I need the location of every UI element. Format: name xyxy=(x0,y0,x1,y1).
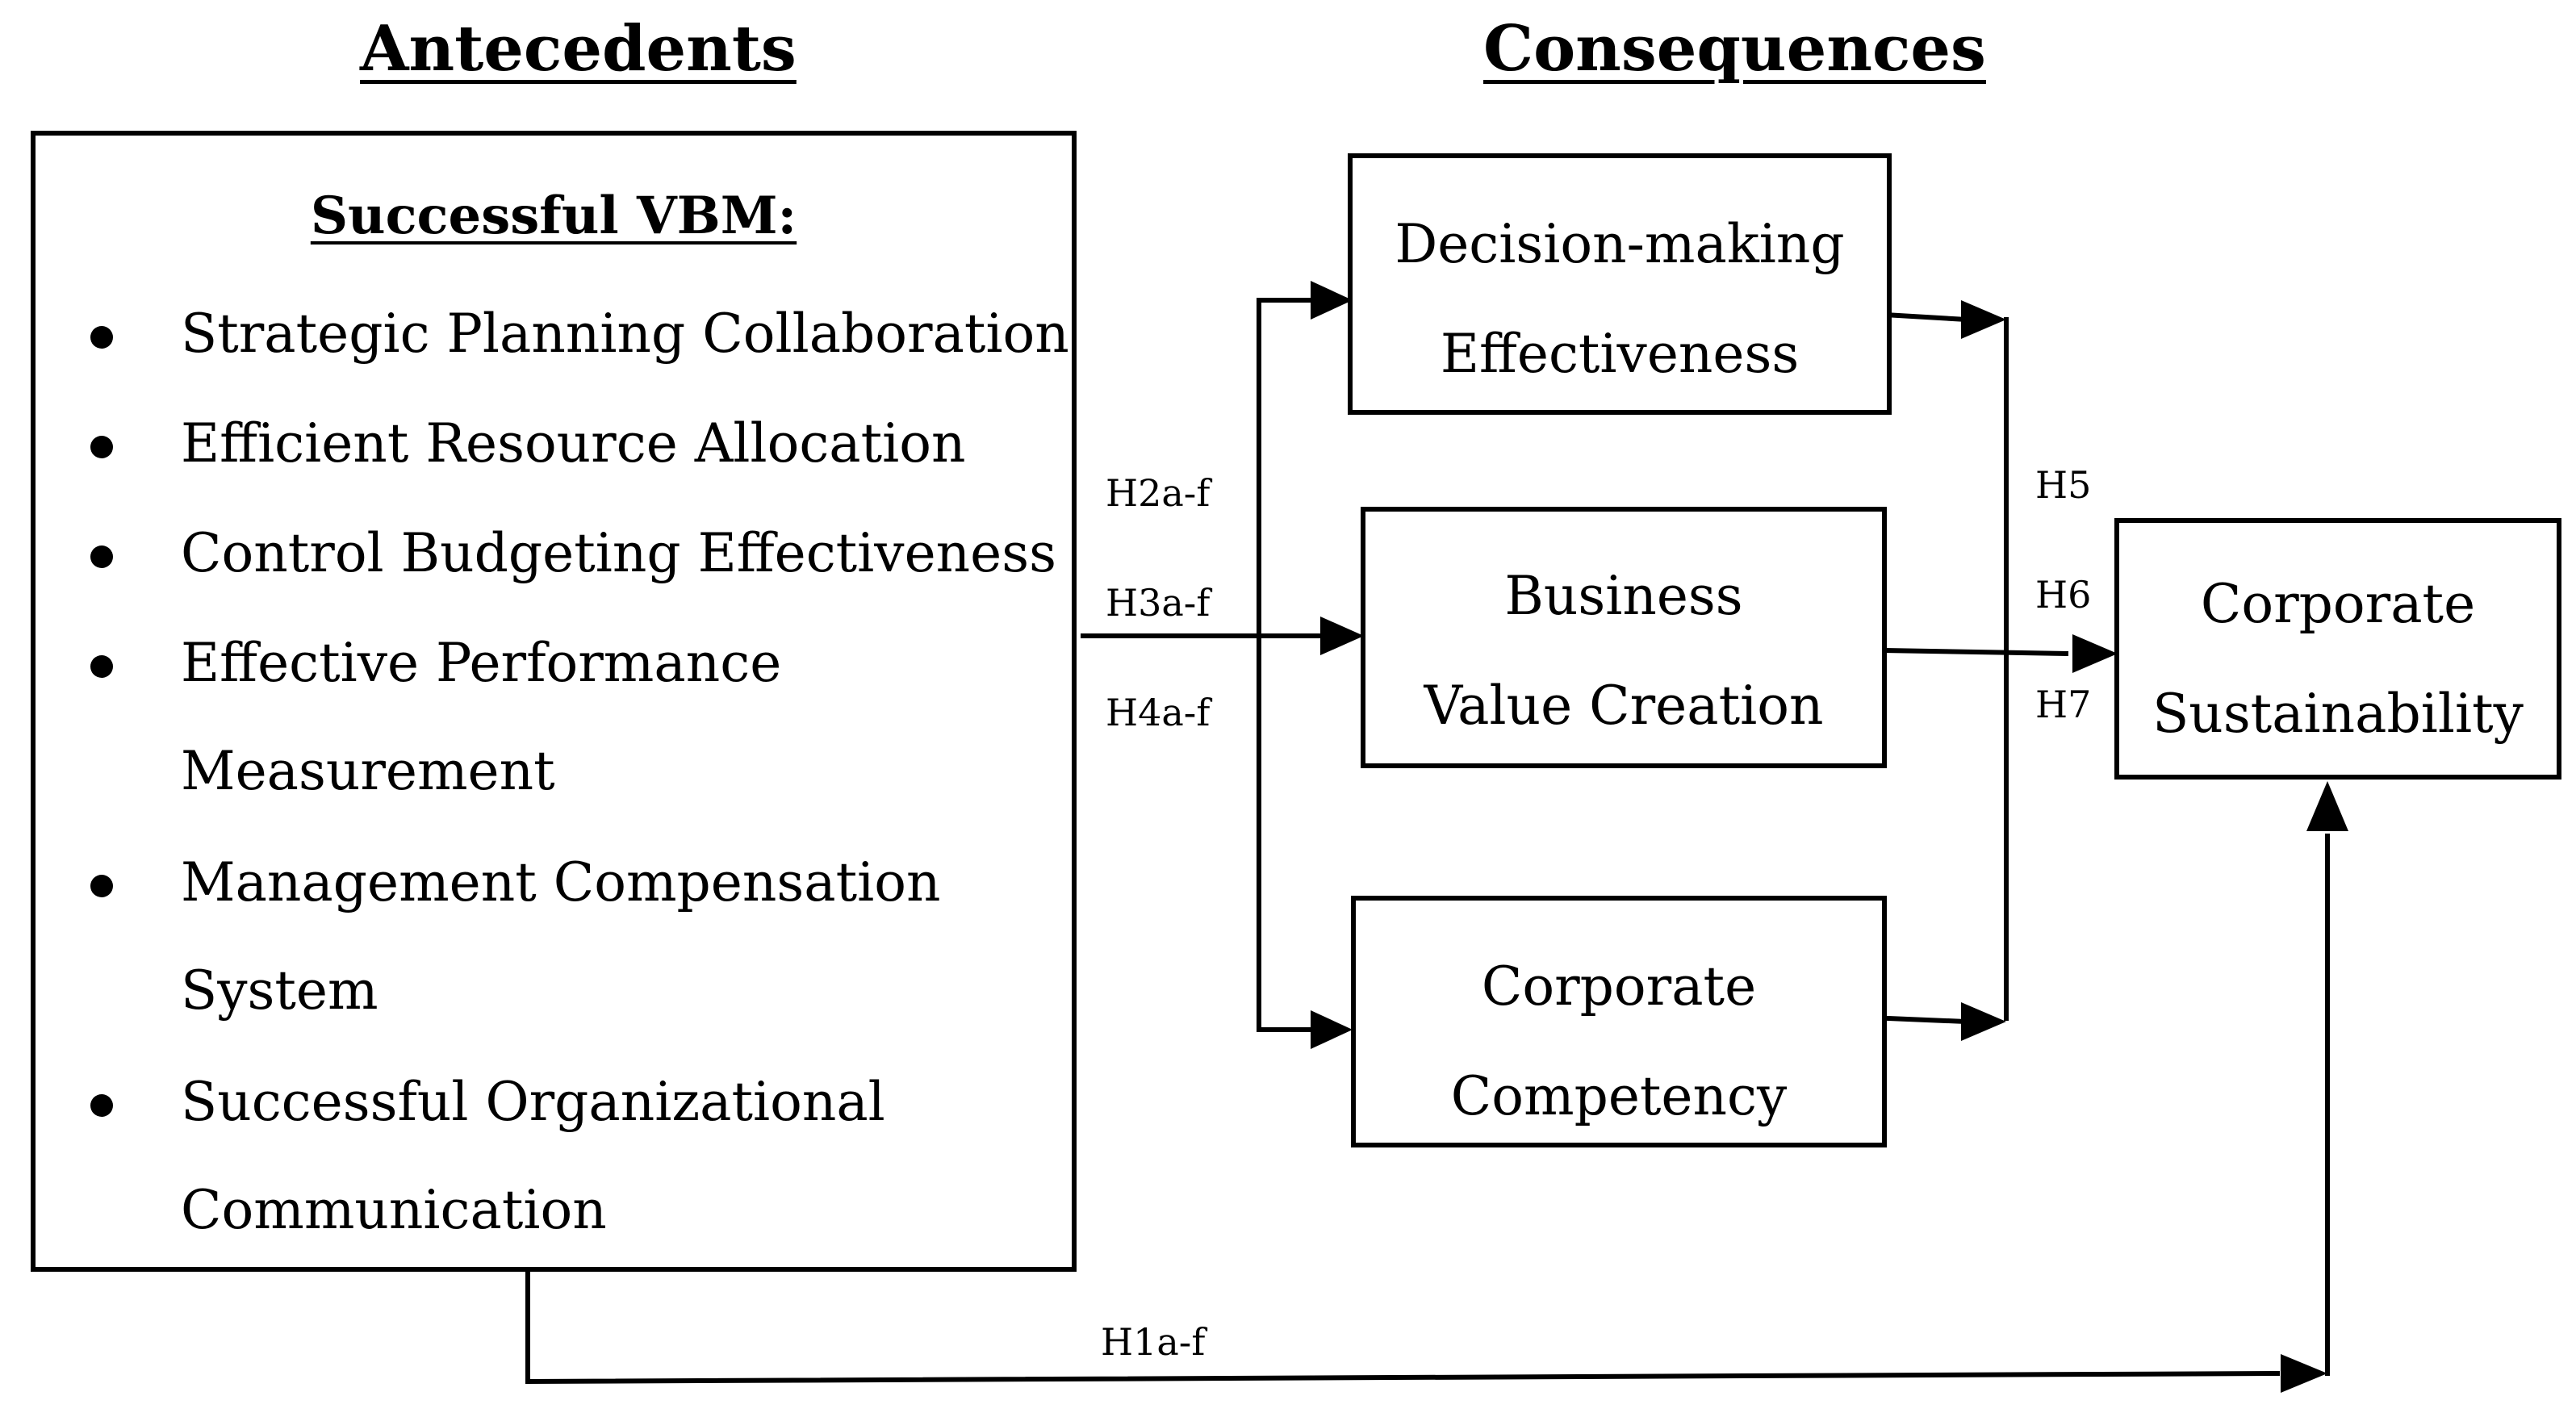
bullet-icon xyxy=(90,326,113,349)
arrowhead-h1-up xyxy=(2306,781,2348,831)
decision-making-line1: Decision-making xyxy=(1395,213,1845,275)
corporate-sustainability-box: Corporate Sustainability xyxy=(2114,518,2561,780)
arrowhead-to-sustainability xyxy=(2072,634,2118,673)
item-management-compensation: Management Compensation xyxy=(181,851,941,913)
bullet-icon xyxy=(90,655,113,678)
h1-bottom-line xyxy=(525,1370,2281,1385)
corporate-sustainability-line2: Sustainability xyxy=(2152,683,2524,745)
business-value-box: Business Value Creation xyxy=(1361,507,1887,768)
antecedents-box: Successful VBM: Strategic Planning Colla… xyxy=(31,131,1077,1272)
h6-line xyxy=(1882,647,2069,657)
item-organizational-communication-line2: Communication xyxy=(181,1179,607,1241)
item-performance-measurement: Effective Performance xyxy=(181,632,782,694)
corporate-sustainability-line1: Corporate xyxy=(2200,573,2476,635)
antecedents-heading: Antecedents xyxy=(360,12,797,86)
bullet-icon xyxy=(90,875,113,897)
h2-label: H2a-f xyxy=(1106,471,1211,515)
merge-top-line xyxy=(1882,311,1969,323)
business-value-line2: Value Creation xyxy=(1424,675,1824,737)
item-control-budgeting: Control Budgeting Effectiveness xyxy=(181,522,1056,584)
h1-label: H1a-f xyxy=(1101,1320,1206,1364)
h4-label: H4a-f xyxy=(1106,691,1211,734)
vbm-title: Successful VBM: xyxy=(310,186,797,246)
h5-label: H5 xyxy=(2035,463,2092,507)
arrowhead-to-business xyxy=(1320,617,1364,655)
decision-making-line2: Effectiveness xyxy=(1440,323,1800,385)
arrowhead-merge-top xyxy=(1961,300,2006,339)
arrowhead-to-decision xyxy=(1311,281,1353,320)
item-management-compensation-line2: System xyxy=(181,959,378,1022)
h6-label: H6 xyxy=(2035,573,2092,617)
decision-making-box: Decision-making Effectiveness xyxy=(1348,153,1892,415)
consequences-heading: Consequences xyxy=(1483,12,1986,86)
h7-label: H7 xyxy=(2035,683,2092,726)
arrowhead-to-competency xyxy=(1311,1010,1353,1049)
corporate-competency-line1: Corporate xyxy=(1481,955,1757,1018)
merge-bottom-line xyxy=(1885,1015,1969,1025)
bullet-icon xyxy=(90,1094,113,1117)
item-organizational-communication: Successful Organizational xyxy=(181,1071,885,1133)
bullet-icon xyxy=(90,545,113,568)
item-strategic-planning: Strategic Planning Collaboration xyxy=(181,303,1069,365)
corporate-competency-box: Corporate Competency xyxy=(1351,896,1887,1147)
arrowhead-h1-bottom xyxy=(2281,1354,2327,1393)
corporate-competency-line2: Competency xyxy=(1450,1065,1788,1127)
item-resource-allocation: Efficient Resource Allocation xyxy=(181,412,966,474)
arrowhead-merge-bottom xyxy=(1961,1002,2006,1041)
h3-label: H3a-f xyxy=(1106,581,1211,625)
business-value-line1: Business xyxy=(1504,565,1743,627)
bullet-icon xyxy=(90,436,113,458)
item-performance-measurement-line2: Measurement xyxy=(181,740,555,802)
